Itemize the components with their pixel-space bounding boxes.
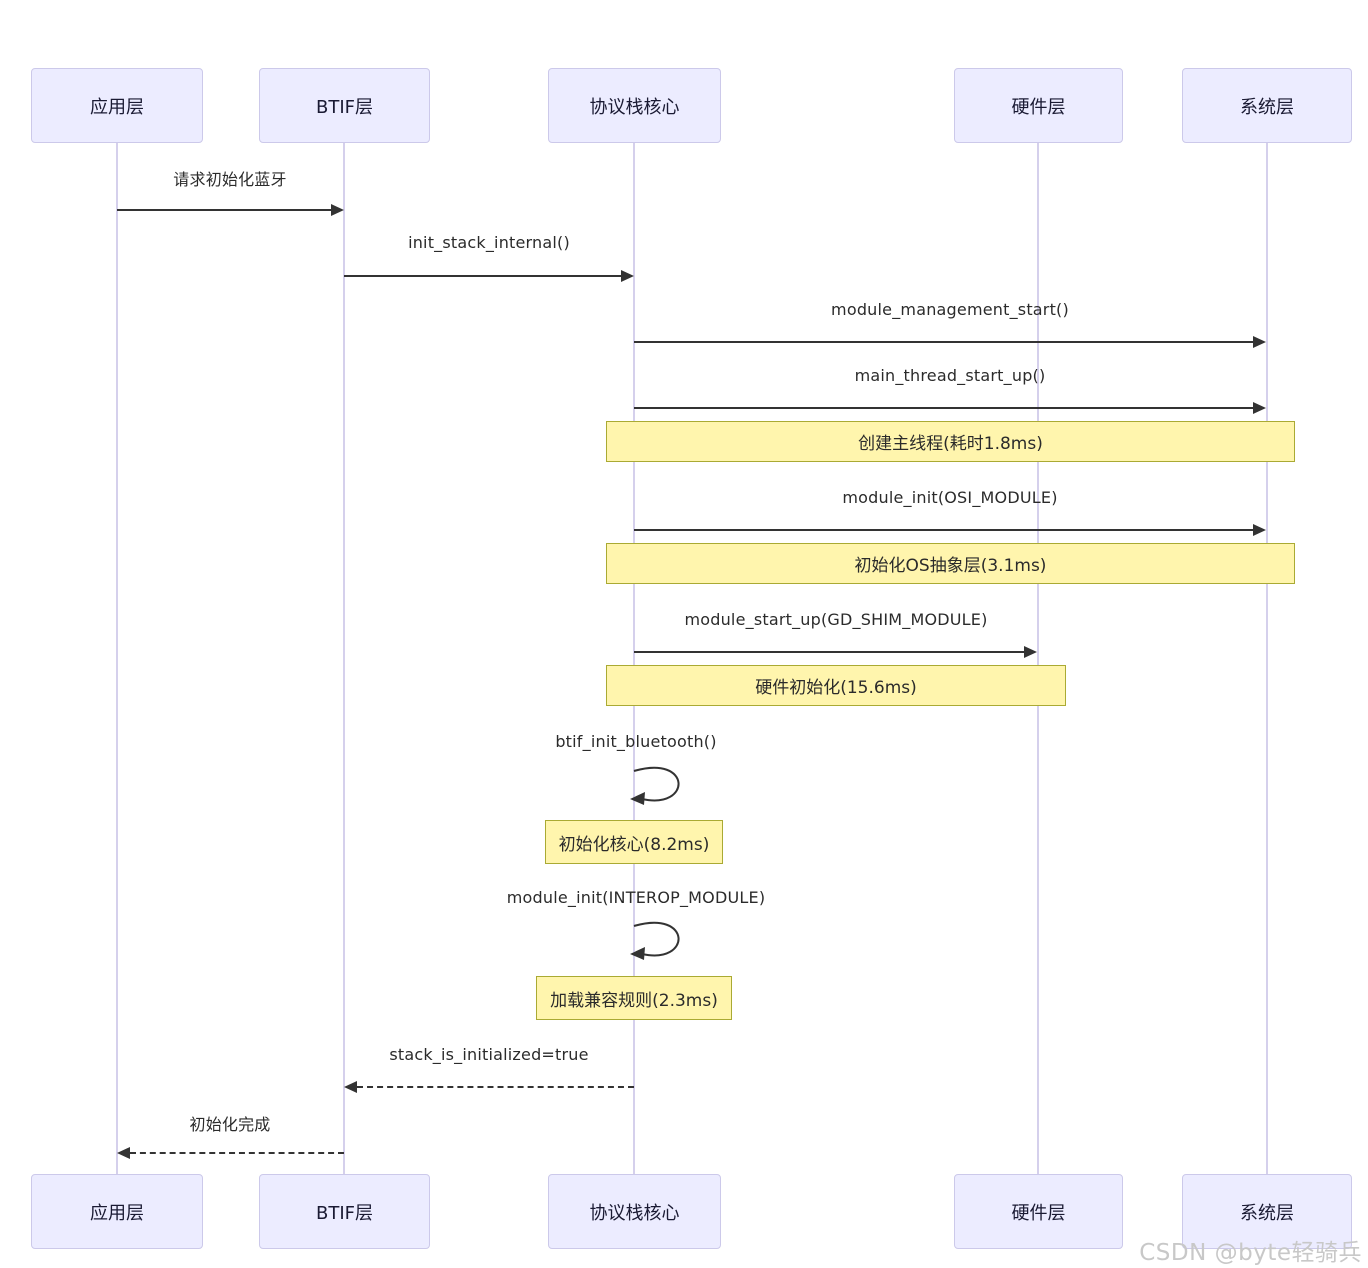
lifeline-app-layer	[116, 143, 118, 1175]
message-label-init-complete: 初始化完成	[189, 1115, 271, 1134]
note-load-compat-rules: 加载兼容规则(2.3ms)	[536, 976, 732, 1020]
message-label-module-start-up-gd-shim: module_start_up(GD_SHIM_MODULE)	[684, 610, 988, 629]
message-label-btif-init-bluetooth: btif_init_bluetooth()	[555, 732, 717, 751]
actor-label: 硬件层	[1011, 96, 1066, 118]
arrowhead-left-icon	[117, 1147, 130, 1159]
actor-bottom-hardware-layer: 硬件层	[954, 1174, 1123, 1249]
message-label-module-init-osi: module_init(OSI_MODULE)	[842, 488, 1058, 507]
lifeline-stack-core	[633, 143, 635, 1175]
message-label-main-thread-start-up: main_thread_start_up()	[854, 366, 1046, 385]
message-arrow-module-init-osi	[634, 529, 1254, 531]
actor-top-app-layer: 应用层	[31, 68, 203, 143]
arrowhead-right-icon	[331, 204, 344, 216]
actor-label: 应用层	[90, 1202, 144, 1224]
note-create-main-thread: 创建主线程(耗时1.8ms)	[606, 421, 1295, 462]
lifeline-btif-layer	[343, 143, 345, 1175]
actor-label: BTIF层	[315, 96, 373, 118]
message-label-request-init-bt: 请求初始化蓝牙	[173, 170, 287, 189]
actor-top-btif-layer: BTIF层	[259, 68, 430, 143]
message-label-module-management-start: module_management_start()	[831, 300, 1069, 319]
message-arrow-init-complete	[130, 1152, 344, 1154]
note-label: 创建主线程(耗时1.8ms)	[858, 434, 1043, 454]
actor-label: 系统层	[1240, 1202, 1294, 1224]
message-arrow-request-init-bt	[117, 209, 332, 211]
arrowhead-right-icon	[621, 270, 634, 282]
self-loop-arrow-icon	[630, 766, 680, 805]
arrowhead-right-icon	[1253, 524, 1266, 536]
arrowhead-left-icon	[344, 1081, 357, 1093]
note-label: 硬件初始化(15.6ms)	[755, 678, 917, 698]
lifeline-hardware-layer	[1037, 143, 1039, 1175]
actor-top-hardware-layer: 硬件层	[954, 68, 1123, 143]
lifeline-system-layer	[1266, 143, 1268, 1175]
arrowhead-right-icon	[1253, 402, 1266, 414]
actor-label: 系统层	[1240, 96, 1294, 118]
actor-label: 应用层	[90, 96, 144, 118]
note-hardware-init: 硬件初始化(15.6ms)	[606, 665, 1066, 706]
actor-bottom-stack-core: 协议栈核心	[548, 1174, 721, 1249]
note-label: 加载兼容规则(2.3ms)	[550, 990, 718, 1011]
note-label: 初始化核心(8.2ms)	[558, 834, 710, 855]
arrowhead-right-icon	[1024, 646, 1037, 658]
actor-label: 协议栈核心	[589, 96, 680, 118]
actor-top-stack-core: 协议栈核心	[548, 68, 721, 143]
note-init-os-abstraction: 初始化OS抽象层(3.1ms)	[606, 543, 1295, 584]
message-label-module-init-interop: module_init(INTEROP_MODULE)	[506, 888, 766, 907]
actor-top-system-layer: 系统层	[1182, 68, 1352, 143]
actor-bottom-system-layer: 系统层	[1182, 1174, 1352, 1249]
arrowhead-right-icon	[1253, 336, 1266, 348]
message-arrow-init-stack-internal	[344, 275, 622, 277]
actor-label: 硬件层	[1011, 1202, 1066, 1224]
message-arrow-stack-initialized	[357, 1086, 634, 1088]
message-label-stack-initialized: stack_is_initialized=true	[389, 1045, 589, 1064]
note-init-core: 初始化核心(8.2ms)	[545, 820, 723, 864]
message-arrow-main-thread-start-up	[634, 407, 1254, 409]
message-arrow-module-management-start	[634, 341, 1254, 343]
actor-bottom-app-layer: 应用层	[31, 1174, 203, 1249]
csdn-watermark: CSDN @byte轻骑兵	[1139, 1240, 1362, 1266]
actor-bottom-btif-layer: BTIF层	[259, 1174, 430, 1249]
actor-label: BTIF层	[315, 1202, 373, 1224]
message-label-init-stack-internal: init_stack_internal()	[408, 233, 570, 252]
message-arrow-module-start-up-gd-shim	[634, 651, 1025, 653]
self-loop-arrow-icon	[630, 921, 680, 960]
actor-label: 协议栈核心	[589, 1202, 680, 1224]
note-label: 初始化OS抽象层(3.1ms)	[854, 556, 1047, 576]
